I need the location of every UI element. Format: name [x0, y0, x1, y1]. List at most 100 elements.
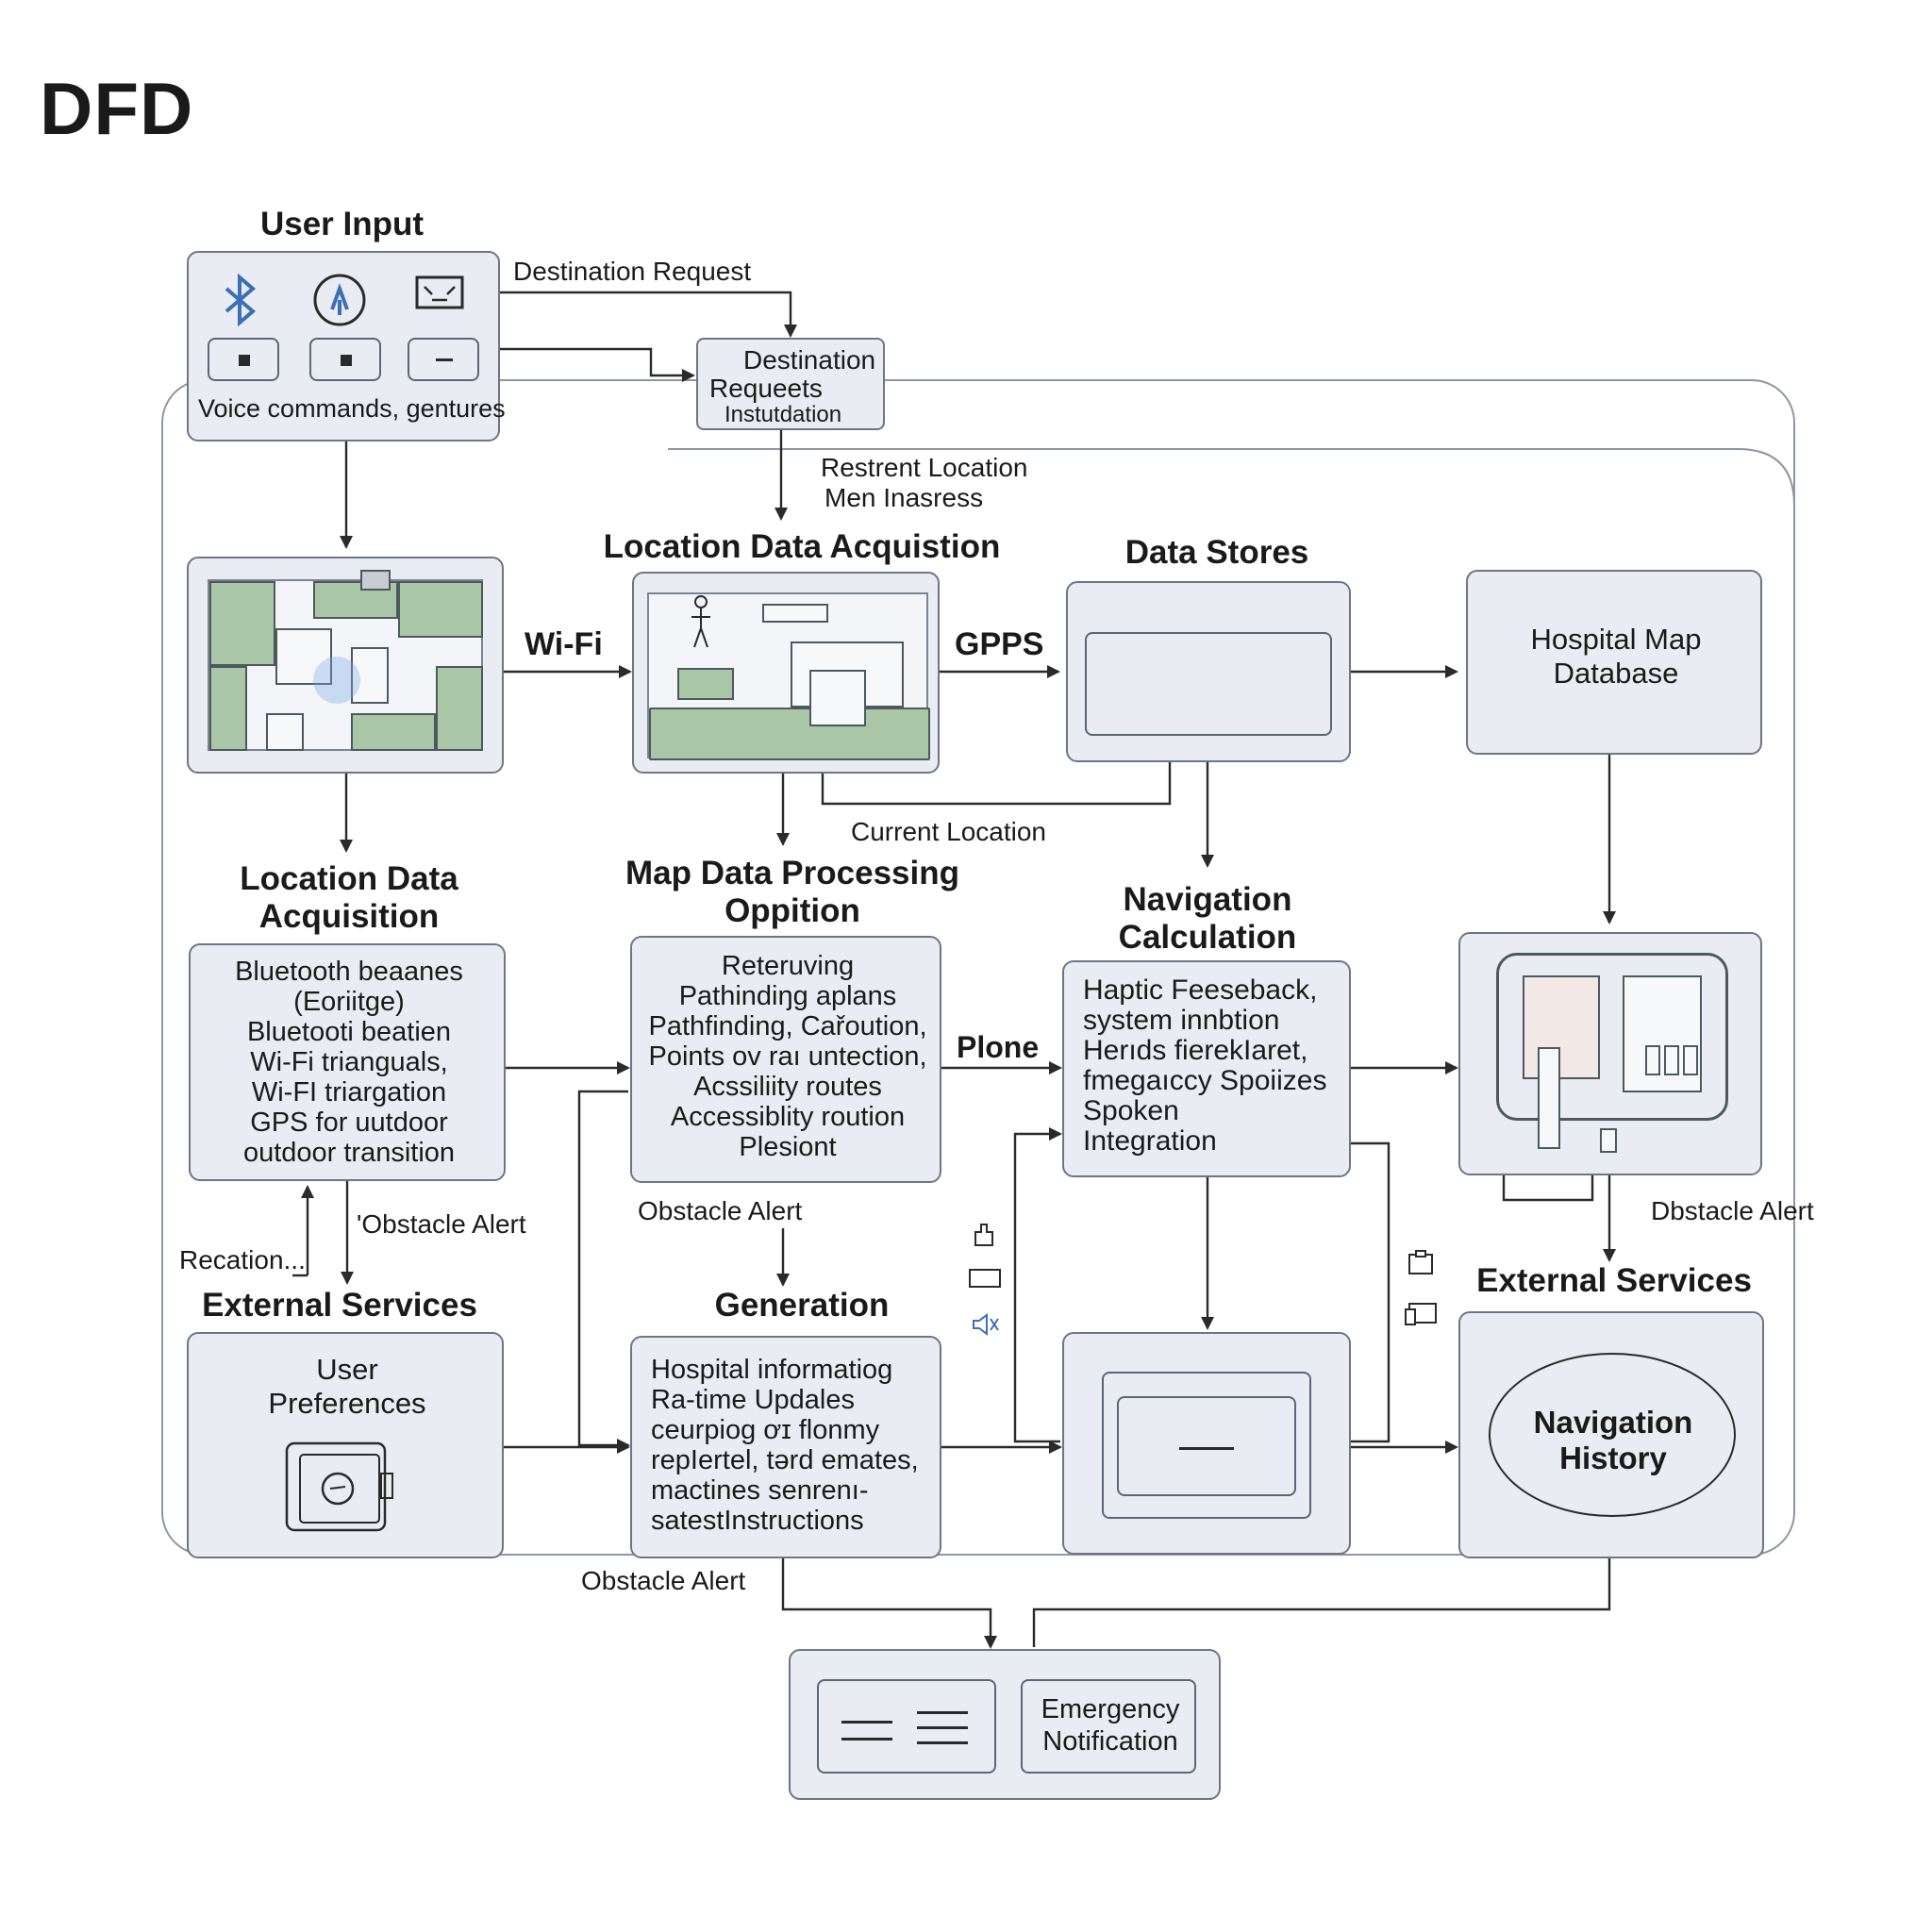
floorplan-room	[1645, 1045, 1660, 1075]
floor-map-box	[187, 557, 504, 774]
hospital-map-db-line2: Database	[1553, 657, 1679, 690]
location-acquisition-title-2: Acquisition	[258, 898, 440, 935]
location-acquisition-box: Bluetooth beaanes (Eoriitge) Bluetooti b…	[189, 943, 506, 1181]
map-processing-line: Reteruving	[721, 951, 855, 981]
navigation-calc-line: Herıds fierekIaret,	[1083, 1035, 1308, 1066]
floorplan-room	[1538, 1047, 1560, 1149]
input-button-2[interactable]	[309, 338, 381, 381]
destination-request-label: Destination Request	[513, 257, 752, 286]
external-services-right-title: External Services	[1476, 1262, 1752, 1299]
map-processing-line: Plesiont	[739, 1132, 837, 1162]
generation-line: Hospital informatiog	[651, 1355, 893, 1385]
generation-line: mactines senrenı-	[651, 1475, 869, 1506]
floor-map-image	[208, 579, 483, 751]
map-block	[398, 581, 483, 638]
floorplan-room	[1600, 1128, 1617, 1153]
map-processing-line: Acssiliity routes	[693, 1072, 882, 1102]
map-room	[275, 628, 332, 685]
navigation-calc-line: system innbtion	[1083, 1005, 1280, 1036]
navigation-calc-title-1: Navigation	[1123, 881, 1292, 918]
gpps-label: GPPS	[955, 626, 1044, 662]
hospital-map-db-line1: Hospital Map	[1530, 623, 1702, 656]
window-icon	[1405, 1303, 1437, 1325]
page-title: DFD	[40, 67, 194, 150]
hospital-floorplan-box	[1458, 932, 1762, 1175]
location-acq-line: Bluetooti beatien	[246, 1017, 452, 1047]
destination-line2: Requeets	[709, 374, 823, 403]
current-location-label: Current Location	[851, 817, 1047, 846]
generation-line: satestInstructions	[651, 1506, 864, 1536]
navigation-history-line2: History	[1559, 1441, 1667, 1475]
floorplan-room	[1683, 1045, 1698, 1075]
navigation-history-ellipse	[1489, 1353, 1736, 1517]
location-acquisition-top-title: Location Data Acquistion	[603, 528, 1001, 565]
navigation-calc-title-2: Calculation	[1118, 919, 1297, 956]
user-input-caption: Voice commands, gentures	[198, 394, 506, 423]
map-processing-line: Pathfinding, Cařoution,	[648, 1011, 927, 1041]
generation-line: ceurpiog ơɪ flonmy	[651, 1415, 880, 1445]
hand-icon	[974, 1224, 993, 1246]
location-acq-line: (Eoriitge)	[293, 987, 405, 1017]
navigation-calc-line: fmegaıccy Spoiizes	[1083, 1065, 1327, 1096]
recation-label: Recation...	[179, 1245, 306, 1274]
obstacle-alert-bottom-label: Obstacle Alert	[581, 1566, 746, 1595]
input-button-1[interactable]	[208, 338, 279, 381]
generation-text: Hospital informatiog Ra-time Updales ceu…	[651, 1355, 934, 1536]
floorplan-room	[1523, 975, 1600, 1079]
data-store-entry	[1085, 632, 1332, 736]
map-processing-title-1: Map Data Processing	[625, 855, 959, 891]
external-services-left-box: User Preferences	[187, 1332, 504, 1558]
emergency-list-panel	[817, 1679, 996, 1774]
map-processing-line: Points ov raı untection,	[648, 1041, 927, 1072]
output-display-box	[1062, 1332, 1351, 1555]
list-line	[917, 1711, 968, 1714]
destination-request-box: Destination Requeets Instutdation	[696, 338, 885, 430]
map-room	[266, 713, 304, 751]
gesture-screen-icon	[415, 275, 464, 309]
speaker-icon	[973, 1313, 999, 1336]
list-line	[917, 1726, 968, 1729]
map-room	[351, 647, 389, 704]
location-acquisition-title-1: Location Data	[240, 860, 458, 897]
location-acq-line: GPS for uutdoor	[250, 1108, 448, 1138]
map-block	[209, 666, 247, 751]
map-block	[649, 708, 930, 760]
destination-line3: Instutdation	[724, 402, 842, 427]
map-room	[762, 604, 828, 623]
list-line	[841, 1738, 892, 1740]
map-processing-line: Accessiblity roution	[670, 1102, 906, 1132]
inner-frame-arc	[668, 448, 1795, 585]
external-services-right-box: Navigation History	[1458, 1311, 1764, 1558]
outer-frame	[161, 379, 1795, 1556]
emergency-notification-panel[interactable]: Emergency Notification	[1021, 1679, 1196, 1774]
map-room	[809, 670, 866, 726]
person-icon	[691, 595, 710, 648]
map-block	[209, 581, 275, 666]
generation-box: Hospital informatiog Ra-time Updales ceu…	[630, 1336, 941, 1558]
restrent-location-label: Restrent Location	[821, 453, 1028, 482]
generation-title: Generation	[714, 1287, 890, 1324]
location-acq-line: outdoor transition	[242, 1138, 456, 1168]
floorplan-frame	[1496, 953, 1728, 1121]
bluetooth-icon	[225, 273, 257, 327]
input-button-3[interactable]	[408, 338, 479, 381]
obstacle-alert-mid-label: Obstacle Alert	[638, 1196, 803, 1225]
navigation-calc-line: Haptic Feeseback,	[1083, 974, 1318, 1006]
user-preferences-line2: Preferences	[268, 1387, 426, 1420]
data-stores-box	[1066, 581, 1351, 762]
preferences-device-icon	[285, 1441, 393, 1532]
map-block	[677, 668, 734, 700]
list-line	[917, 1741, 968, 1744]
navigation-calc-text: Haptic Feeseback, system innbtion Herıds…	[1083, 975, 1347, 1157]
floorplan-room	[1664, 1045, 1679, 1075]
user-input-title: User Input	[259, 206, 425, 242]
location-acq-line: Wi-Fi trianguals,	[250, 1047, 448, 1077]
generation-line: Ra-time Updales	[651, 1385, 855, 1415]
navigation-history-line1: Navigation	[1533, 1405, 1693, 1440]
location-acquisition-text: Bluetooth beaanes (Eoriitge) Bluetooti b…	[191, 957, 508, 1168]
emergency-line1: Emergency	[1041, 1694, 1180, 1724]
clipboard-icon	[1408, 1250, 1433, 1274]
user-input-box: Voice commands, gentures	[187, 251, 506, 441]
emergency-notification-box: Emergency Notification	[789, 1649, 1221, 1800]
